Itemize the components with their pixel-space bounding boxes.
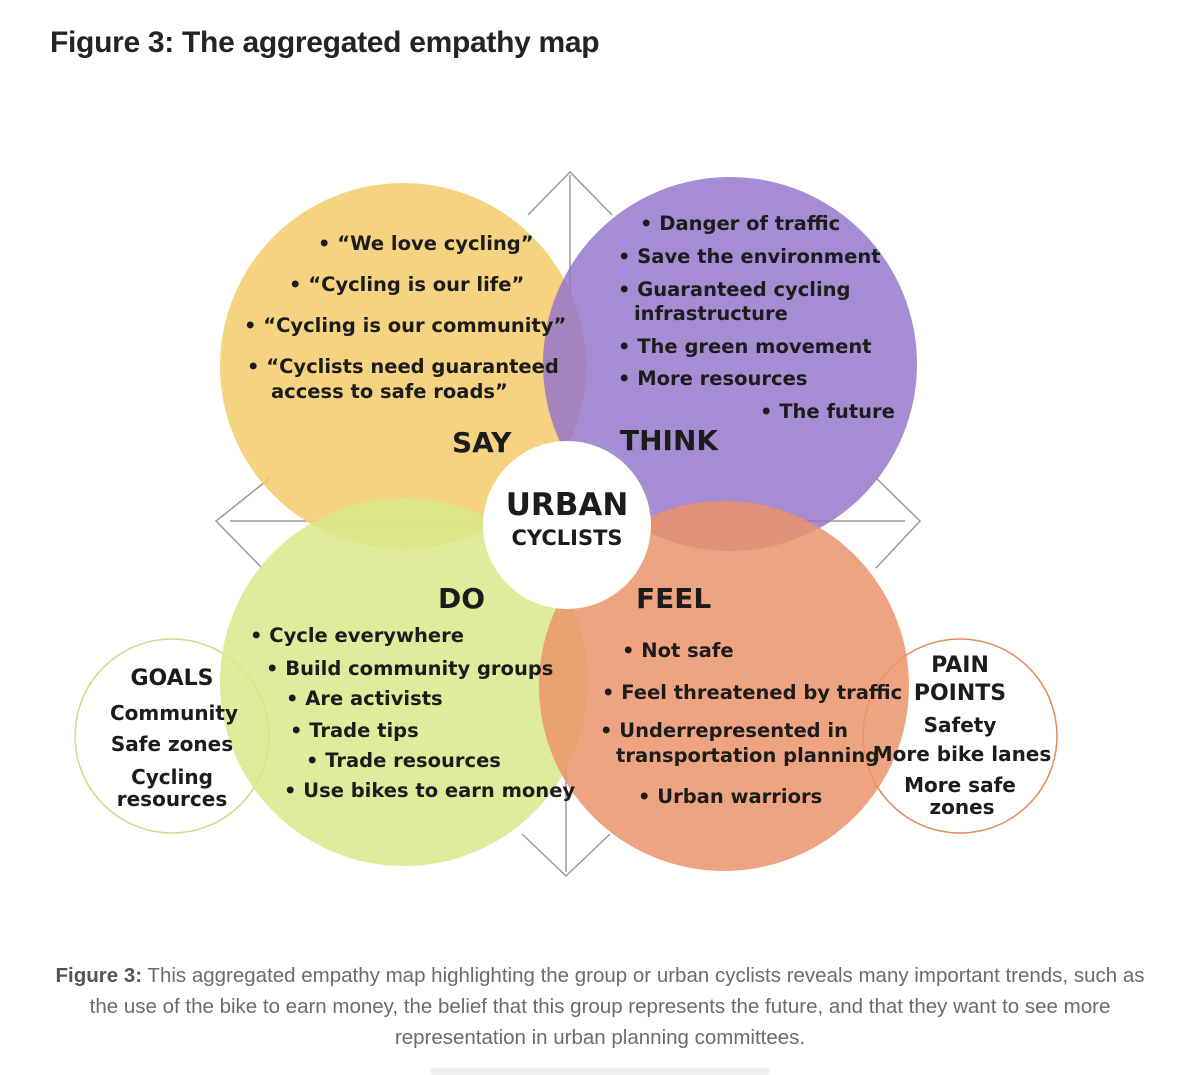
think-item: • Danger of traffic <box>640 212 840 235</box>
feel-circle <box>539 501 909 871</box>
feel-item: • Urban warriors <box>638 785 822 808</box>
goals-item: Safe zones <box>111 732 233 756</box>
say-item: • “Cyclists need guaranteed <box>247 355 559 378</box>
center-title: URBAN <box>506 487 629 523</box>
say-circle <box>220 183 586 549</box>
think-item: • Guaranteed cycling <box>618 278 851 301</box>
think-item: • More resources <box>618 367 807 390</box>
caption-text: This aggregated empathy map highlighting… <box>89 964 1145 1049</box>
do-item: • Are activists <box>286 687 443 710</box>
do-item: • Trade resources <box>306 749 501 772</box>
feel-item: • Feel threatened by traffic <box>602 681 902 704</box>
feel-item: • Not safe <box>622 639 734 662</box>
think-item: infrastructure <box>634 302 788 325</box>
bottom-divider <box>430 1068 770 1075</box>
do-item: • Cycle everywhere <box>250 624 464 647</box>
figure-caption: Figure 3: This aggregated empathy map hi… <box>40 960 1160 1053</box>
say-item: • “Cycling is our community” <box>244 314 566 337</box>
pain-points-title: POINTS <box>914 681 1006 706</box>
goals-title: GOALS <box>130 666 213 691</box>
say-item: • “Cycling is our life” <box>289 273 524 296</box>
pain-points-item: zones <box>929 795 994 819</box>
say-label: SAY <box>452 426 512 459</box>
goals-item: Cycling <box>131 765 213 789</box>
pain-points-item: Safety <box>924 713 997 737</box>
think-item: • The future <box>760 400 895 423</box>
say-item: • “We love cycling” <box>318 232 534 255</box>
feel-item: transportation planning <box>616 744 879 767</box>
think-label: THINK <box>620 424 719 457</box>
goals-item: Community <box>110 701 238 725</box>
pain-points-title: PAIN <box>931 653 989 678</box>
center-circle <box>483 441 651 609</box>
think-circle <box>543 177 917 551</box>
do-item: • Use bikes to earn money <box>284 779 575 802</box>
do-item: • Build community groups <box>266 657 553 680</box>
pain-points-item: More bike lanes <box>873 742 1052 766</box>
feel-item: • Underrepresented in <box>600 719 848 742</box>
goals-item: resources <box>117 787 228 811</box>
do-item: • Trade tips <box>290 719 419 742</box>
do-label: DO <box>438 582 485 615</box>
think-item: • The green movement <box>618 335 872 358</box>
feel-label: FEEL <box>636 582 711 615</box>
pain-points-item: More safe <box>904 773 1016 797</box>
figure-heading: Figure 3: The aggregated empathy map <box>50 26 600 59</box>
think-item: • Save the environment <box>618 245 881 268</box>
say-item: access to safe roads” <box>271 380 508 403</box>
do-circle <box>220 498 588 866</box>
center-subtitle: CYCLISTS <box>511 526 622 550</box>
caption-lead: Figure 3: <box>55 964 143 987</box>
